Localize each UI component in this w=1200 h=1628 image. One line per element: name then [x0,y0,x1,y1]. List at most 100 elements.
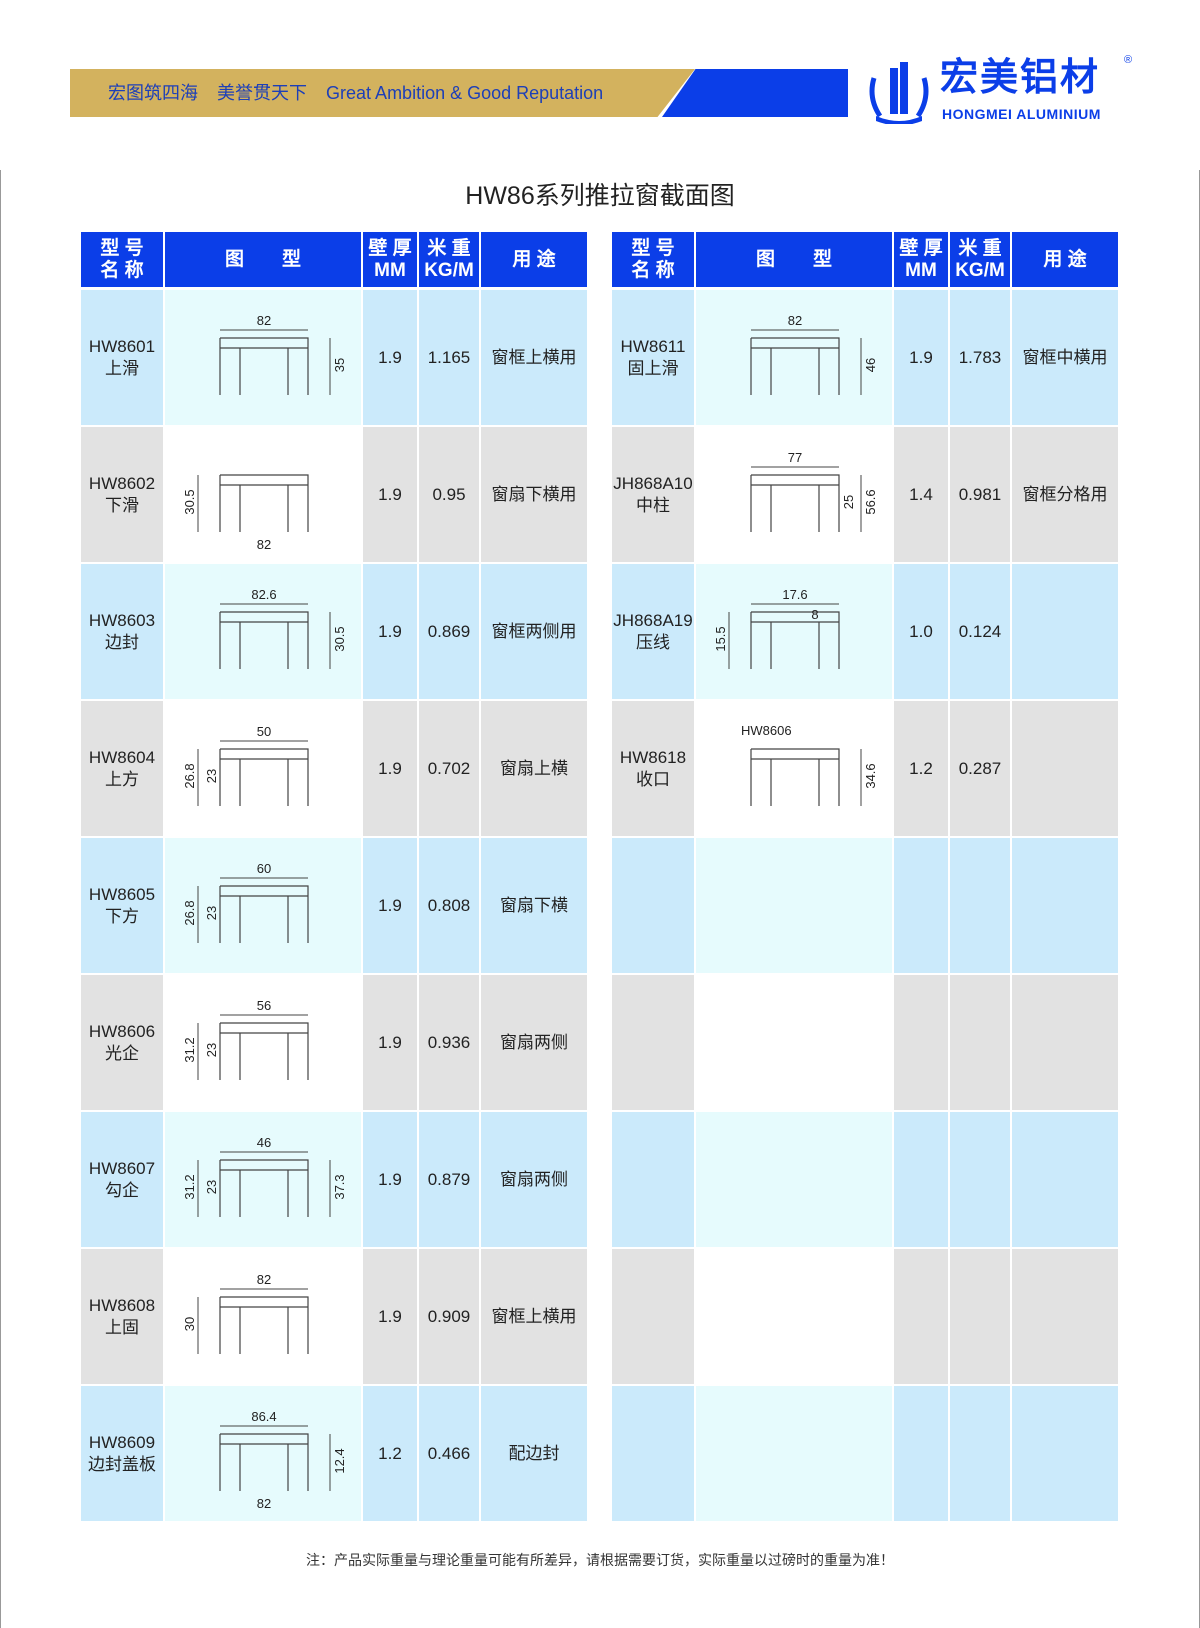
usage-cell: 窗扇两侧 [481,1112,587,1247]
table-row [612,838,1118,973]
drawing-cell [696,1249,892,1384]
thickness-cell: 1.9 [363,701,417,836]
dimension-label: 60 [257,861,271,876]
dimension-label: 26.8 [182,900,197,925]
dimension-label: 17.6 [782,587,807,602]
header-weight-text: KG/M [955,259,1005,281]
weight-cell: 0.808 [419,838,479,973]
model-code: HW8602 [88,473,156,493]
dimension-label: 23 [204,1043,219,1057]
header-weight-text: 米 重 [958,237,1002,259]
weight-cell: 0.287 [950,701,1010,836]
model-code: HW8603 [88,610,156,630]
profile-drawing: 82.630.5 [219,587,347,669]
header-usage-text: 用 途 [512,248,556,270]
table-row [612,975,1118,1110]
dimension-label: 77 [788,450,802,465]
weight-cell: 1.165 [419,290,479,425]
header-model-text: 型 号 [100,237,144,259]
table-row [612,1112,1118,1247]
usage-cell: 窗框中横用 [1012,290,1118,425]
header-drawing: 图 型 [696,232,892,287]
model-code: JH868A10 [613,473,693,493]
header-usage: 用 途 [1012,232,1118,287]
dimension-label: 50 [257,724,271,739]
slogan-cn-2: 美誉贯天下 [217,83,308,103]
model-name: 边封 [105,632,139,652]
logo-name-en: HONGMEI ALUMINIUM [942,106,1101,122]
weight-cell: 0.702 [419,701,479,836]
weight-cell: 0.879 [419,1112,479,1247]
dimension-label: 26.8 [182,763,197,788]
dimension-label: 30 [182,1317,197,1331]
thickness-cell [894,1249,948,1384]
model-name: 中柱 [636,495,670,515]
dimension-label: 8 [811,607,818,622]
profile-outline [219,474,309,532]
dimension-label: 12.4 [332,1448,347,1473]
page-border-left [0,170,1,1628]
dimension-label: 25 [841,495,856,509]
profile-outline [219,1022,309,1080]
dimension-label: 37.3 [332,1174,347,1199]
slogan-band [70,69,695,117]
profile-drawing: 77 56.6 25 [750,450,878,532]
header-model-text: 名 称 [100,259,144,281]
dimension-label: 56 [257,998,271,1013]
header-thickness-text: MM [374,259,406,281]
dimension-label: 35 [332,358,347,372]
dimension-label: 82 [257,313,271,328]
dimension-label: 56.6 [863,489,878,514]
dimension-label: 34.6 [863,763,878,788]
slogan-en: Great Ambition & Good Reputation [326,83,604,103]
header-drawing-text: 图 型 [755,248,832,270]
model-name: 上方 [105,769,139,789]
usage-cell: 窗扇上横 [481,701,587,836]
model-cell [612,838,694,973]
drawing-cell [696,1386,892,1521]
model-code: HW8611 [620,336,686,356]
usage-cell [1012,1112,1118,1247]
thickness-cell: 1.9 [363,1112,417,1247]
dimension-label: 30.5 [332,626,347,651]
usage-cell: 窗框上横用 [481,1249,587,1384]
thickness-cell: 1.9 [363,427,417,562]
profile-outline [219,748,309,806]
dimension-label: 46 [257,1135,271,1150]
model-name: 光企 [105,1043,139,1063]
dimension-label: 46 [863,358,878,372]
drawing-cell [696,975,892,1110]
usage-cell [1012,838,1118,973]
thickness-cell [894,1386,948,1521]
weight-cell [950,975,1010,1110]
drawing-cell [696,1112,892,1247]
page-title: HW86系列推拉窗截面图 [465,182,735,210]
thickness-cell: 1.9 [363,290,417,425]
model-code: HW8601 [88,336,156,356]
model-code: JH868A19 [613,610,693,630]
model-name: 勾企 [105,1180,139,1200]
usage-cell [1012,1386,1118,1521]
profile-outline [750,748,840,806]
